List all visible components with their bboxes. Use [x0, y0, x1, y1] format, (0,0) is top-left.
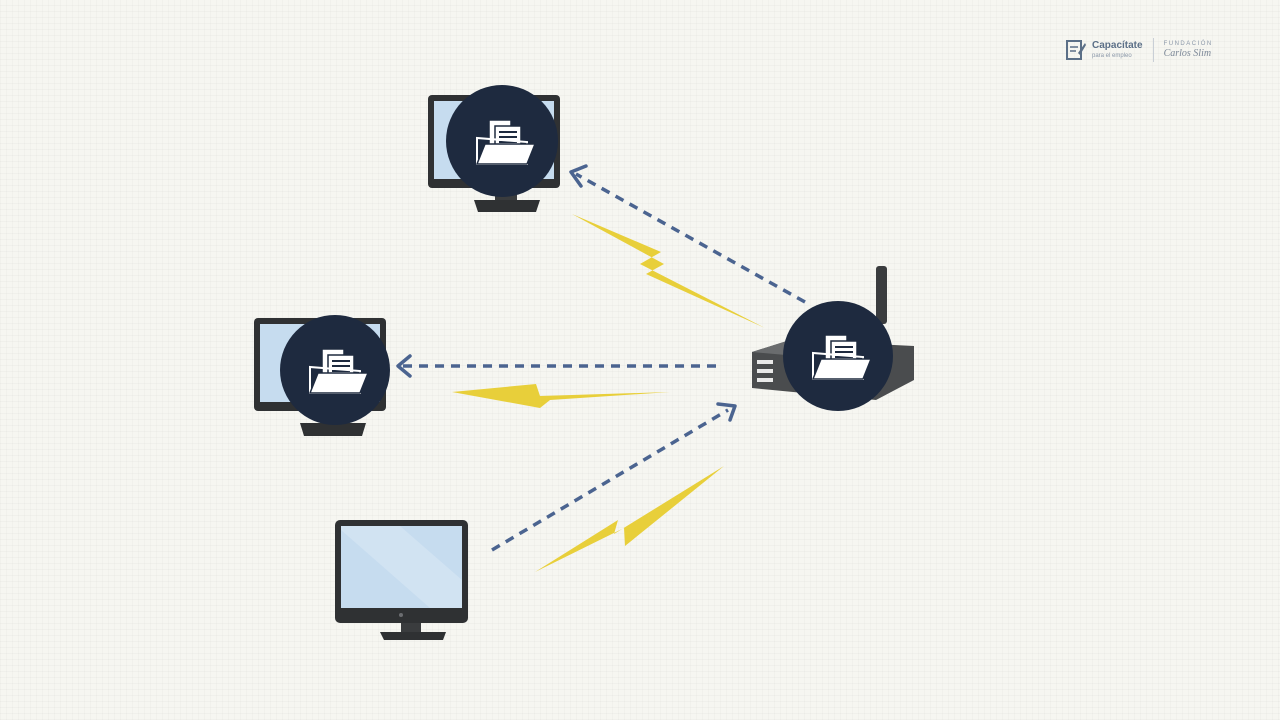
computer-top: [428, 85, 560, 212]
link-bottom-to-router: [491, 402, 737, 552]
logo-divider: [1152, 38, 1154, 62]
brand-logo: Capacítate para el empleo FUNDACIÓN Carl…: [1066, 34, 1226, 66]
lightning-bolt-top: [572, 214, 765, 328]
arrowhead-left: [396, 354, 412, 378]
lightning-bolt-bottom: [535, 466, 724, 572]
monitor-stand: [380, 632, 446, 640]
logo-subtitle: para el empleo: [1092, 53, 1132, 59]
router: [752, 266, 914, 411]
link-router-to-middle: [396, 354, 716, 378]
computer-bottom: [335, 520, 468, 640]
foundation-signature: Carlos Slim: [1163, 48, 1212, 59]
arrowhead-right-up: [716, 402, 737, 422]
monitor-stand: [300, 423, 366, 436]
link-router-to-top: [569, 164, 806, 304]
monitor-stand: [474, 200, 540, 212]
arrowhead-left-up: [569, 164, 588, 188]
computer-middle: [254, 315, 390, 436]
capacitate-logo-icon: [1066, 40, 1086, 60]
lightning-bolt-middle: [452, 384, 670, 408]
logo-title: Capacítate: [1092, 40, 1143, 51]
foundation-label: FUNDACIÓN: [1163, 41, 1213, 47]
router-antenna: [876, 266, 887, 324]
